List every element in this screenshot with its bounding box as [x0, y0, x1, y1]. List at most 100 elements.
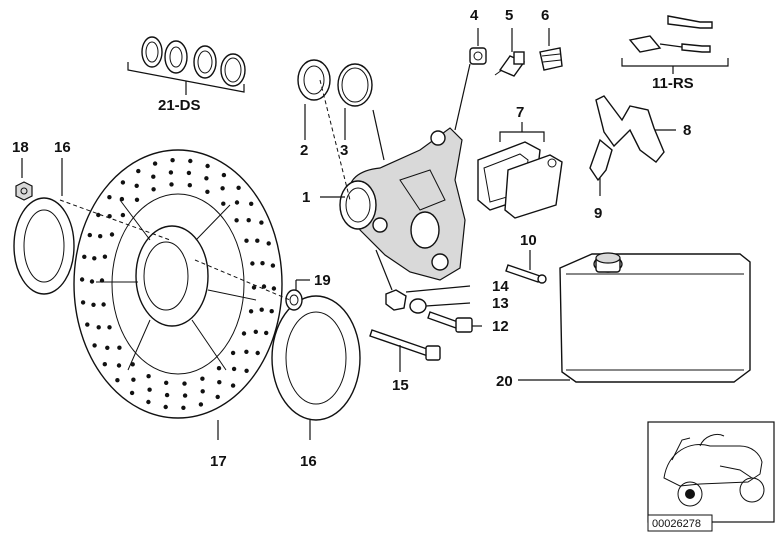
disc-hole [152, 161, 158, 166]
brake-disc-17 [73, 149, 283, 419]
label-17: 17 [210, 453, 227, 470]
motorcycle-inset [647, 421, 775, 523]
disc-hole [187, 183, 192, 188]
mounting-bolt-15 [369, 329, 441, 361]
disc-hole [200, 376, 205, 381]
disc-hole [151, 187, 156, 192]
disc-hole [198, 402, 204, 407]
disc-hole [120, 180, 126, 185]
disc-hole [220, 186, 225, 191]
disc-hole [107, 195, 112, 200]
label-2: 2 [300, 142, 308, 159]
washer-13 [409, 298, 427, 314]
disc-hole [96, 212, 101, 218]
piston-seal-2 [297, 59, 331, 101]
disc-hole [244, 238, 249, 243]
disc-hole [101, 302, 106, 307]
label-20: 20 [496, 373, 513, 390]
label-8: 8 [683, 122, 691, 139]
label-16-left: 16 [54, 139, 71, 156]
reference-number: 00026278 [652, 518, 701, 530]
disc-hole [264, 330, 269, 336]
disc-hole [234, 200, 240, 205]
disc-hole [200, 389, 205, 394]
disc-hole [136, 168, 141, 174]
disc-hole [271, 286, 277, 291]
disc-hole [270, 263, 276, 268]
alignment-lines [59, 79, 351, 301]
nut-18 [15, 181, 33, 201]
disc-hole [79, 277, 85, 282]
label-4: 4 [470, 7, 479, 24]
bleeder-set-11-rs [628, 15, 713, 53]
disc-hole [217, 380, 222, 385]
carrier-ring-16-left [13, 197, 75, 295]
disc-holes [79, 158, 277, 410]
disc-hole [170, 158, 175, 163]
label-7: 7 [516, 104, 524, 121]
disc-hole [80, 300, 86, 305]
disc-hole [164, 392, 170, 398]
dust-cap-6 [539, 47, 563, 71]
disc-hole [117, 345, 122, 350]
disc-hole [102, 254, 108, 259]
disc-hole [102, 362, 108, 367]
disc-hole [99, 278, 105, 283]
disc-hole [251, 285, 257, 290]
disc-hole [204, 176, 209, 181]
disc-hole [250, 261, 255, 266]
disc-hole [186, 170, 192, 176]
disc-hole [216, 366, 222, 371]
disc-hole [269, 309, 274, 314]
disc-hole [169, 182, 174, 187]
label-1: 1 [302, 189, 310, 206]
disc-hole [241, 331, 247, 336]
disc-hole [107, 325, 112, 330]
disc-hole [244, 349, 249, 354]
disc-hole [85, 322, 90, 327]
disc-hole [129, 390, 135, 396]
label-16-right: 16 [300, 453, 317, 470]
disc-hole [115, 378, 120, 383]
label-11-rs: 11-RS [652, 75, 694, 92]
disc-hole [259, 307, 264, 312]
label-9: 9 [594, 205, 602, 222]
disc-hole [87, 232, 93, 238]
disc-hole [109, 232, 115, 237]
disc-hole [116, 363, 122, 368]
disc-hole [181, 405, 186, 410]
disc-hole [147, 387, 152, 392]
disc-hole [244, 368, 249, 373]
disc-hole [215, 394, 220, 400]
disc-hole [91, 302, 96, 307]
disc-hole [182, 393, 188, 398]
label-5: 5 [505, 7, 513, 24]
disc-hole [92, 256, 97, 261]
label-3: 3 [340, 142, 348, 159]
disc-hole [89, 279, 95, 284]
disc-hole [234, 218, 239, 223]
disc-hole [131, 377, 136, 382]
disc-hole [96, 325, 101, 330]
disc-hole [120, 212, 126, 218]
disc-hole [221, 201, 226, 206]
label-14: 14 [492, 278, 509, 295]
label-6: 6 [541, 7, 549, 24]
disc-hole [134, 197, 140, 202]
disc-hole [82, 254, 87, 259]
circlip-3 [337, 63, 373, 107]
disc-hole [260, 261, 265, 266]
label-10: 10 [520, 232, 537, 249]
bleeder-cap-4 [469, 47, 487, 65]
disc-hole [119, 196, 125, 202]
disc-hole [230, 350, 236, 356]
disc-hole [146, 374, 151, 379]
label-21-ds: 21-DS [158, 97, 201, 114]
carrier-ring-16-right [271, 295, 361, 421]
disc-hole [255, 238, 260, 243]
label-15: 15 [392, 377, 409, 394]
label-19: 19 [314, 272, 331, 289]
disc-hole [261, 284, 267, 289]
disc-hole [259, 220, 264, 225]
disc-hole [231, 366, 237, 372]
